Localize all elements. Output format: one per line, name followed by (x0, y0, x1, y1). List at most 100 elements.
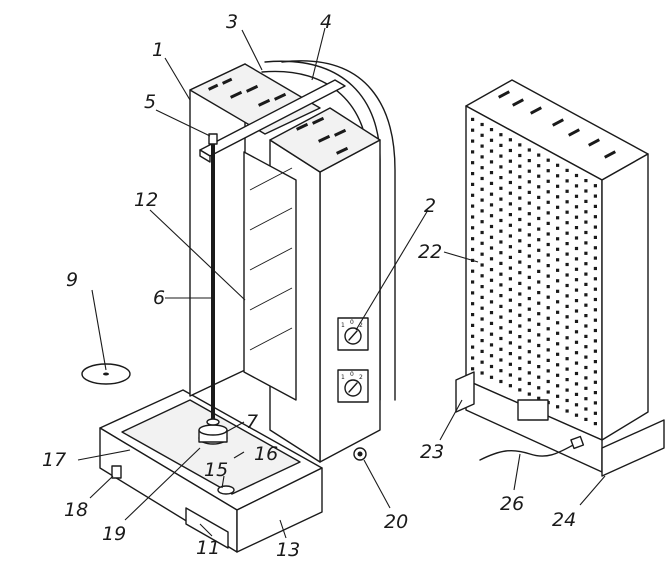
perforation-hole (593, 287, 597, 291)
perforation-hole (565, 336, 569, 340)
perforation-hole (574, 299, 579, 303)
perforation-hole (556, 205, 560, 209)
screen-side (601, 153, 649, 441)
perforation-hole (546, 327, 550, 331)
perforation-hole (574, 413, 579, 417)
perforation-hole (480, 144, 484, 148)
perforation-hole (593, 349, 597, 353)
perforation-hole (574, 330, 579, 334)
perforation-hole (480, 176, 484, 181)
perforation-hole (556, 184, 560, 188)
perforation-hole (508, 330, 512, 334)
perforation-hole (518, 164, 522, 168)
gas-hose (479, 443, 576, 461)
panel-line (249, 207, 293, 231)
perforation-hole (574, 257, 579, 261)
perforation-hole (537, 396, 541, 400)
perforation-hole (527, 371, 531, 375)
perforation-hole (471, 161, 475, 165)
perforation-hole (508, 170, 512, 174)
perforation-hole (508, 148, 512, 153)
perforation-hole (471, 269, 475, 273)
perforation-hole (584, 282, 588, 286)
perforation-hole (584, 345, 588, 349)
base-drawer (185, 507, 229, 549)
perforation-hole (518, 239, 522, 243)
perforation-hole (537, 195, 541, 199)
perforation-hole (489, 160, 494, 164)
spit-top-nut (208, 133, 218, 145)
grill-assembly: 1 0 2 1 0 2 (99, 60, 396, 553)
callout-3: 3 (226, 11, 238, 33)
vent-slots (208, 77, 349, 155)
perforation-hole (518, 345, 522, 349)
perforation-hole (565, 346, 569, 350)
perforation-hole (574, 205, 579, 209)
perforation-hole (527, 159, 531, 163)
perforation-hole (546, 379, 550, 384)
perforation-hole (574, 382, 579, 386)
perforation-hole (584, 407, 588, 411)
knob-mark: 0 (350, 371, 354, 378)
callout-16: 16 (254, 443, 278, 465)
panel-line (249, 167, 293, 191)
frame-tube-back (281, 60, 396, 401)
perforation-hole (527, 275, 531, 279)
perforation-hole (499, 315, 503, 319)
perforation-hole (480, 252, 484, 256)
perforation-hole (574, 392, 579, 396)
perforation-hole (527, 328, 531, 332)
perforation-hole (489, 128, 494, 132)
panel-line (249, 327, 293, 351)
perforation-hole (593, 215, 597, 219)
perforation-hole (471, 128, 475, 132)
perforation-hole (565, 367, 569, 371)
perforation-hole (499, 176, 503, 180)
perforation-hole (574, 319, 579, 323)
burner-housing-side (319, 139, 381, 463)
perforation-hole (471, 172, 475, 176)
perforation-hole (546, 179, 550, 183)
perforation-hole (574, 309, 579, 313)
perforation-hole (489, 311, 494, 315)
callout-26: 26 (500, 493, 524, 515)
perforation-hole (574, 278, 579, 282)
perforation-hole (499, 186, 503, 190)
perforation-hole (565, 283, 569, 288)
perforation-hole (499, 165, 503, 169)
perforation-hole (508, 373, 512, 377)
perforation-hole (480, 241, 484, 245)
perforation-hole (518, 335, 522, 339)
gas-inlet-bore (357, 451, 363, 457)
perforation-hole (489, 375, 494, 379)
perforation-hole (593, 246, 597, 250)
perforation-hole (499, 379, 503, 384)
perforation-hole (565, 315, 569, 319)
perforation-hole (546, 369, 550, 373)
perforation-hole (574, 403, 579, 407)
perforation-hole (471, 150, 475, 154)
callout-18: 18 (64, 499, 88, 521)
perforation-hole (556, 373, 560, 377)
perforation-hole (518, 143, 522, 147)
perforation-hole (537, 322, 541, 326)
perforation-hole (499, 326, 503, 330)
perforation-hole (518, 388, 522, 392)
perforation-hole (471, 204, 475, 208)
perforation-hole (593, 297, 597, 302)
perforation-hole (480, 230, 484, 235)
perforation-hole (508, 277, 512, 281)
perforation-hole (574, 288, 579, 292)
callout-6: 6 (153, 287, 165, 309)
perforation-hole (593, 184, 597, 188)
perforation-hole (527, 233, 531, 237)
perforation-hole (518, 271, 522, 275)
perforation-hole (518, 292, 522, 296)
perforation-hole (489, 203, 494, 207)
perforation-hole (584, 220, 588, 224)
perforation-hole (537, 354, 541, 358)
screen-perforations (471, 117, 597, 426)
perforation-hole (508, 213, 512, 217)
perforation-hole (593, 422, 597, 426)
perforation-hole (556, 363, 560, 367)
